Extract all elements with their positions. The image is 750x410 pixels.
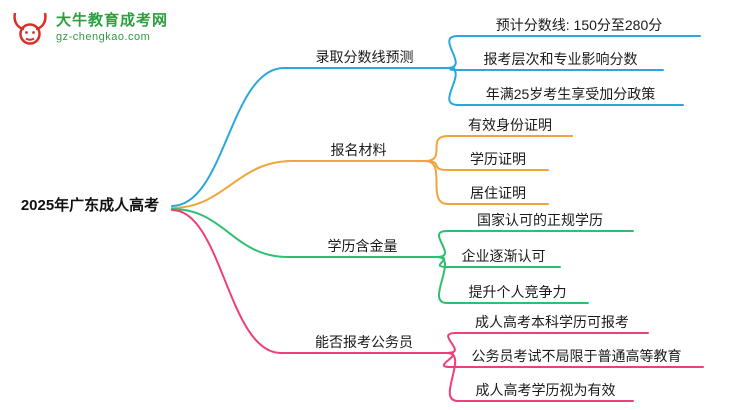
child-node-civilservice-2: 公务员考试不局限于普通高等教育	[471, 348, 682, 364]
child-node-materials-1: 有效身份证明	[468, 117, 552, 133]
site-logo: 大牛教育成考网 gz-chengkao.com	[10, 8, 168, 48]
branch-node-scores: 录取分数线预测	[315, 49, 414, 65]
connector-branch-civilservice	[171, 209, 448, 354]
connector-branch-value	[171, 208, 438, 258]
child-node-value-3: 提升个人竞争力	[468, 284, 567, 300]
bull-logo-icon	[13, 12, 47, 45]
mindmap-root-node: 2025年广东成人高考	[20, 197, 160, 214]
branch-node-value: 学历含金量	[327, 238, 398, 254]
branch-node-materials: 报名材料	[330, 142, 387, 158]
connector-branch-materials	[171, 160, 426, 209]
connector-scores-child1	[446, 35, 701, 69]
connector-value-child1	[436, 230, 634, 258]
connector-civilservice-child3	[446, 352, 634, 402]
branch-node-civilservice: 能否报考公务员	[315, 334, 413, 350]
connector-civilservice-child1	[446, 332, 649, 354]
child-node-civilservice-1: 成人高考本科学历可报考	[475, 314, 629, 330]
child-node-civilservice-3: 成人高考学历视为有效	[475, 382, 616, 398]
child-node-scores-2: 报考层次和专业影响分数	[483, 51, 638, 67]
child-node-scores-1: 预计分数线: 150分至280分	[495, 17, 663, 33]
logo-subtitle: gz-chengkao.com	[56, 31, 151, 43]
logo-title: 大牛教育成考网	[56, 12, 169, 29]
child-node-scores-3: 年满25岁考生享受加分政策	[485, 86, 656, 102]
connector-value-child3	[436, 256, 589, 304]
child-node-materials-2: 学历证明	[470, 151, 526, 167]
connector-materials-child3	[424, 160, 549, 205]
child-node-value-2: 企业逐渐认可	[461, 248, 546, 264]
logo-text: 大牛教育成考网 gz-chengkao.com	[56, 12, 168, 44]
connector-scores-child3	[446, 67, 684, 106]
child-node-value-1: 国家认可的正规学历	[477, 212, 603, 228]
connector-materials-child1	[424, 135, 573, 162]
connector-branch-scores	[171, 67, 448, 207]
child-node-materials-3: 居住证明	[470, 185, 526, 201]
